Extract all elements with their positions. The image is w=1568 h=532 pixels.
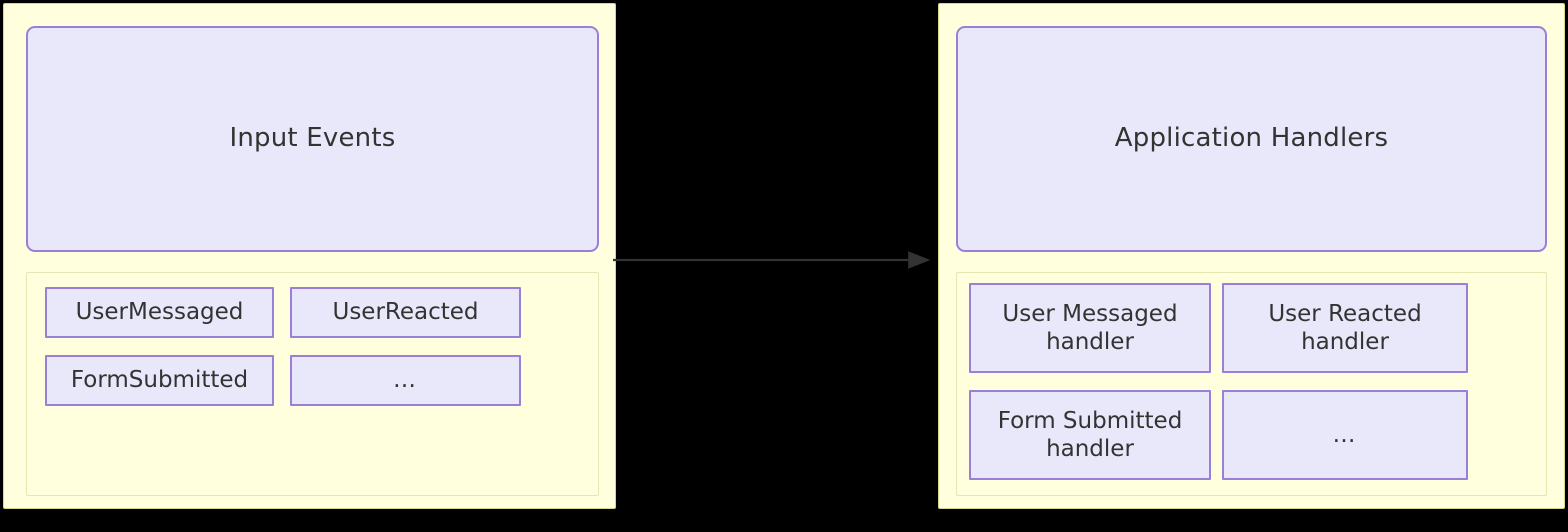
node-events-ellipsis-label: … (393, 367, 418, 394)
node-form-submitted-handler-label: Form Submitted handler (994, 407, 1187, 463)
handler-line-1: User Reacted (1268, 300, 1422, 327)
node-form-submitted[interactable]: FormSubmitted (45, 355, 274, 406)
node-user-reacted-handler[interactable]: User Reacted handler (1222, 283, 1468, 373)
node-user-reacted-handler-label: User Reacted handler (1264, 300, 1425, 356)
node-input-events[interactable]: Input Events (26, 26, 599, 252)
node-handlers-ellipsis[interactable]: … (1222, 390, 1468, 480)
node-input-events-label: Input Events (229, 123, 396, 154)
node-user-messaged-handler[interactable]: User Messaged handler (969, 283, 1211, 373)
node-user-reacted-label: UserReacted (332, 299, 479, 326)
node-handlers-ellipsis-label: … (1332, 421, 1358, 448)
edge-events-to-handlers (613, 251, 931, 269)
node-user-reacted[interactable]: UserReacted (290, 287, 521, 338)
handler-line-1: User Messaged (1002, 300, 1178, 327)
cluster-input-events: Input Events UserMessaged UserReacted Fo… (3, 3, 616, 509)
node-user-messaged[interactable]: UserMessaged (45, 287, 274, 338)
node-application-handlers[interactable]: Application Handlers (956, 26, 1547, 252)
handler-line-2: handler (1301, 329, 1389, 355)
node-user-messaged-handler-label: User Messaged handler (998, 300, 1181, 356)
handler-line-1: Form Submitted (997, 407, 1183, 434)
handler-line-2: handler (1046, 436, 1134, 462)
node-user-messaged-label: UserMessaged (75, 299, 244, 326)
node-form-submitted-label: FormSubmitted (70, 367, 249, 394)
node-events-ellipsis[interactable]: … (290, 355, 521, 406)
node-form-submitted-handler[interactable]: Form Submitted handler (969, 390, 1211, 480)
node-application-handlers-label: Application Handlers (1114, 123, 1389, 154)
handler-line-2: handler (1046, 329, 1134, 355)
